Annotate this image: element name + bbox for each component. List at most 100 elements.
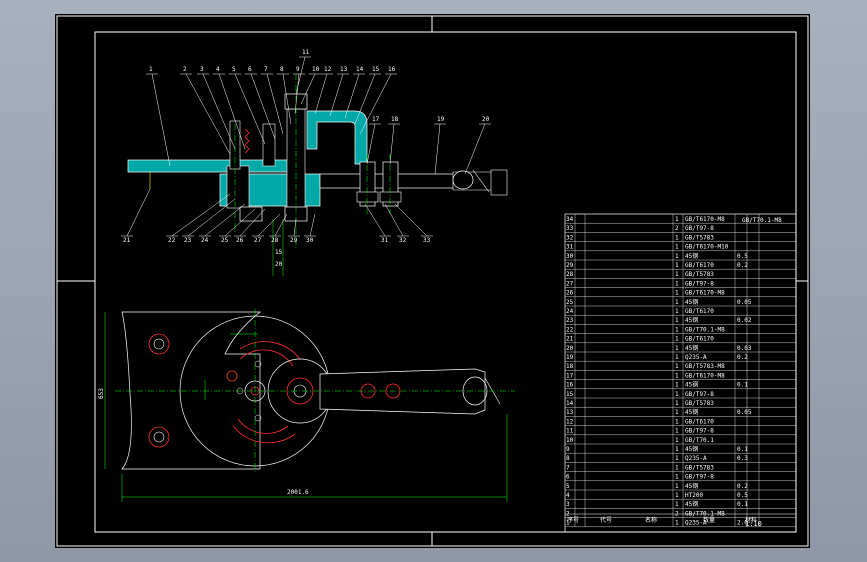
title-label: 代号	[600, 516, 612, 524]
balloon-16: 16	[388, 66, 396, 73]
bom-no: 4	[566, 492, 570, 499]
bom-no: 13	[566, 409, 574, 416]
bom-qty: 1	[675, 372, 679, 379]
bom-no: 8	[566, 455, 570, 462]
bom-no: 20	[566, 345, 574, 352]
bom-code: GB/T97-8	[685, 474, 714, 481]
bom-no: 29	[566, 262, 574, 269]
balloon-10: 10	[312, 66, 320, 73]
leader-20	[464, 123, 486, 175]
bom-qty: 1	[675, 464, 679, 471]
bom-code: 45钢	[685, 408, 698, 416]
bom-code: GB/T6170-M10	[685, 244, 729, 251]
balloon-24: 24	[201, 237, 209, 244]
bom-no: 27	[566, 280, 574, 287]
bom-qty: 1	[675, 446, 679, 453]
balloon-14: 14	[356, 66, 364, 73]
bom-qty: 1	[675, 391, 679, 398]
balloon-21: 21	[123, 237, 131, 244]
leader-3	[202, 73, 236, 150]
top-bracket	[306, 110, 368, 165]
bom-code: GB/T5783	[685, 234, 714, 241]
bom-mass: 0.2	[737, 354, 748, 361]
bom-code: GB/T6170	[685, 308, 714, 315]
bom-no: 26	[566, 290, 574, 297]
bom-no: 25	[566, 299, 574, 306]
balloon-28: 28	[271, 237, 279, 244]
leader-14	[344, 73, 360, 119]
bom-qty: 1	[675, 437, 679, 444]
bom-code: GB/T6170-M8	[685, 290, 725, 297]
bom-no: 33	[566, 225, 574, 232]
bom-code: 45钢	[685, 316, 698, 324]
bom-qty: 1	[675, 409, 679, 416]
bom-no: 32	[566, 234, 574, 241]
bom-code: GB/T70.1-M8	[685, 326, 725, 333]
title-label: 数量	[703, 516, 715, 524]
bom-qty: 1	[675, 455, 679, 462]
bom-qty: 1	[675, 492, 679, 499]
balloon-11: 11	[302, 49, 310, 56]
bom-qty: 1	[675, 354, 679, 361]
bom-no: 7	[566, 464, 570, 471]
balloon-33: 33	[423, 237, 431, 244]
bom-code: HT200	[685, 492, 703, 499]
leader-19	[434, 123, 441, 175]
bom-mass: 0.05	[737, 299, 752, 306]
dim-width: 2001.6	[287, 489, 309, 496]
balloon-9: 9	[296, 66, 300, 73]
leader-11	[295, 56, 306, 95]
leader-17	[366, 123, 376, 165]
bom-mass: 0.2	[737, 262, 748, 269]
balloon-25: 25	[221, 237, 229, 244]
bom-qty: 1	[675, 280, 679, 287]
spring	[244, 128, 250, 154]
leader-18	[389, 123, 395, 165]
bom-qty: 1	[675, 418, 679, 425]
bom-code: GB/T6170	[685, 336, 714, 343]
bom-qty: 1	[675, 345, 679, 352]
arc-slot-lower	[232, 425, 296, 444]
balloon-23: 23	[184, 237, 192, 244]
balloon-32: 32	[399, 237, 407, 244]
bom-qty: 1	[675, 299, 679, 306]
dim-small-1: 15	[275, 249, 283, 256]
title-block-labels: 序号代号名称数量材料	[567, 516, 757, 524]
mid-post	[262, 123, 276, 167]
bom-qty: 1	[675, 520, 679, 527]
balloon-5: 5	[232, 66, 236, 73]
bom-no: 18	[566, 363, 574, 370]
balloon-13: 13	[340, 66, 348, 73]
balloon-30: 30	[306, 237, 314, 244]
leader-10	[300, 73, 316, 105]
bom-code: GB/T70.1	[685, 437, 714, 444]
bom-code: Q235-A	[685, 354, 707, 361]
bom-code: 45钢	[685, 500, 698, 508]
bom-no: 30	[566, 253, 574, 260]
title-label: 名称	[645, 516, 657, 524]
bom-no: 22	[566, 326, 574, 333]
leader-16	[359, 73, 392, 135]
bom-code: GB/T6170-M8	[685, 216, 725, 223]
balloon-20: 20	[482, 116, 490, 123]
bom-qty: 1	[675, 234, 679, 241]
bom-code: GB/T6170	[685, 262, 714, 269]
bom-code: 45钢	[685, 381, 698, 389]
bom-qty: 1	[675, 308, 679, 315]
balloon-6: 6	[248, 66, 252, 73]
title-label: 材料	[745, 516, 757, 524]
bom-code: GB/T6170-M8	[685, 372, 725, 379]
bom-qty: 1	[675, 382, 679, 389]
balloon-1: 1	[149, 66, 153, 73]
balloon-4: 4	[216, 66, 220, 73]
bom-mass: 2.0	[737, 520, 748, 527]
bom-mass: 0.1	[737, 446, 748, 453]
bom-no: 31	[566, 244, 574, 251]
balloon-26: 26	[236, 237, 244, 244]
leader-8	[282, 73, 292, 125]
balloon-31: 31	[381, 237, 389, 244]
